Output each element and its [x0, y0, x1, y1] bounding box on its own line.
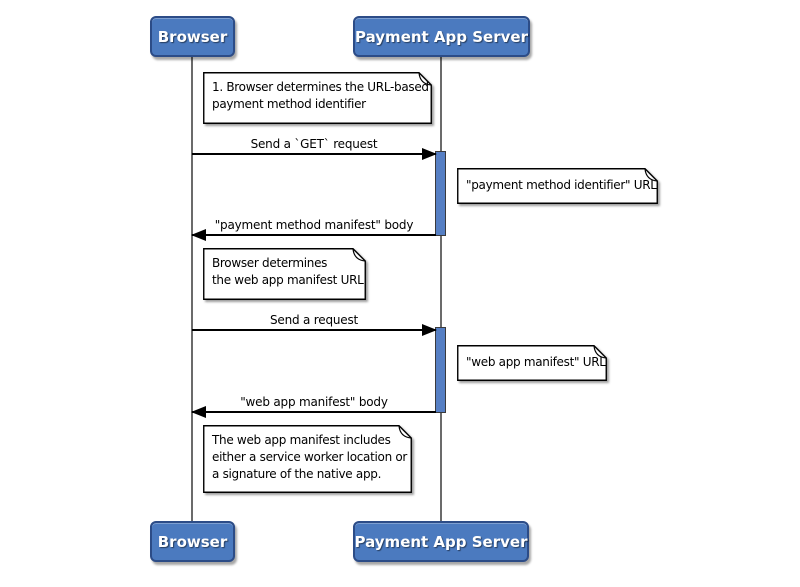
note-shape [203, 248, 366, 300]
message-send-get-request: Send a `GET` request [192, 137, 437, 160]
arrowhead-right-icon [422, 148, 437, 160]
message-line [192, 153, 436, 155]
message-line [192, 411, 436, 413]
note-shape [203, 72, 432, 124]
server-lifeline [440, 57, 442, 522]
note-shape [457, 168, 658, 204]
note-web-app-manifest-contents: The web app manifest includes either a s… [203, 425, 412, 493]
actor-label: Payment App Server [355, 27, 528, 46]
note-web-app-manifest-url: "web app manifest" URL [457, 345, 607, 381]
message-line [192, 234, 436, 236]
actor-label: Browser [157, 532, 228, 551]
message-label: "web app manifest" body [240, 395, 388, 409]
note-text: "web app manifest" URL [466, 355, 606, 369]
arrowhead-left-icon [191, 406, 206, 418]
note-text: "payment method identifier" URL [466, 178, 657, 192]
note-payment-method-identifier-url: "payment method identifier" URL [457, 168, 658, 204]
message-web-app-manifest-body: "web app manifest" body [191, 395, 436, 418]
actor-label: Browser [157, 27, 228, 46]
note-shape [457, 345, 607, 381]
message-label: "payment method manifest" body [214, 218, 414, 232]
note-text: 1. Browser determines the URL-based paym… [212, 80, 429, 111]
actor-label: Payment App Server [354, 532, 528, 551]
message-send-a-request: Send a request [192, 313, 437, 336]
message-payment-method-manifest-body: "payment method manifest" body [191, 218, 436, 241]
note-determine-payment-method-identifier: 1. Browser determines the URL-based paym… [203, 72, 432, 124]
arrowhead-right-icon [422, 324, 437, 336]
actor-browser-bottom: Browser [150, 521, 235, 562]
message-label: Send a request [269, 313, 359, 327]
actor-payment-app-server-top: Payment App Server [353, 16, 530, 57]
message-label: Send a `GET` request [250, 137, 378, 151]
note-text: The web app manifest includes either a s… [212, 433, 408, 481]
note-shape [203, 425, 412, 493]
arrowhead-left-icon [191, 229, 206, 241]
actor-browser-top: Browser [150, 16, 235, 57]
actor-payment-app-server-bottom: Payment App Server [353, 521, 529, 562]
browser-lifeline [191, 57, 193, 522]
note-text: Browser determines the web app manifest … [212, 256, 364, 287]
message-line [192, 329, 436, 331]
note-determine-web-app-manifest-url: Browser determines the web app manifest … [203, 248, 366, 300]
server-activation-bar-2 [435, 327, 446, 413]
server-activation-bar-1 [435, 151, 446, 236]
